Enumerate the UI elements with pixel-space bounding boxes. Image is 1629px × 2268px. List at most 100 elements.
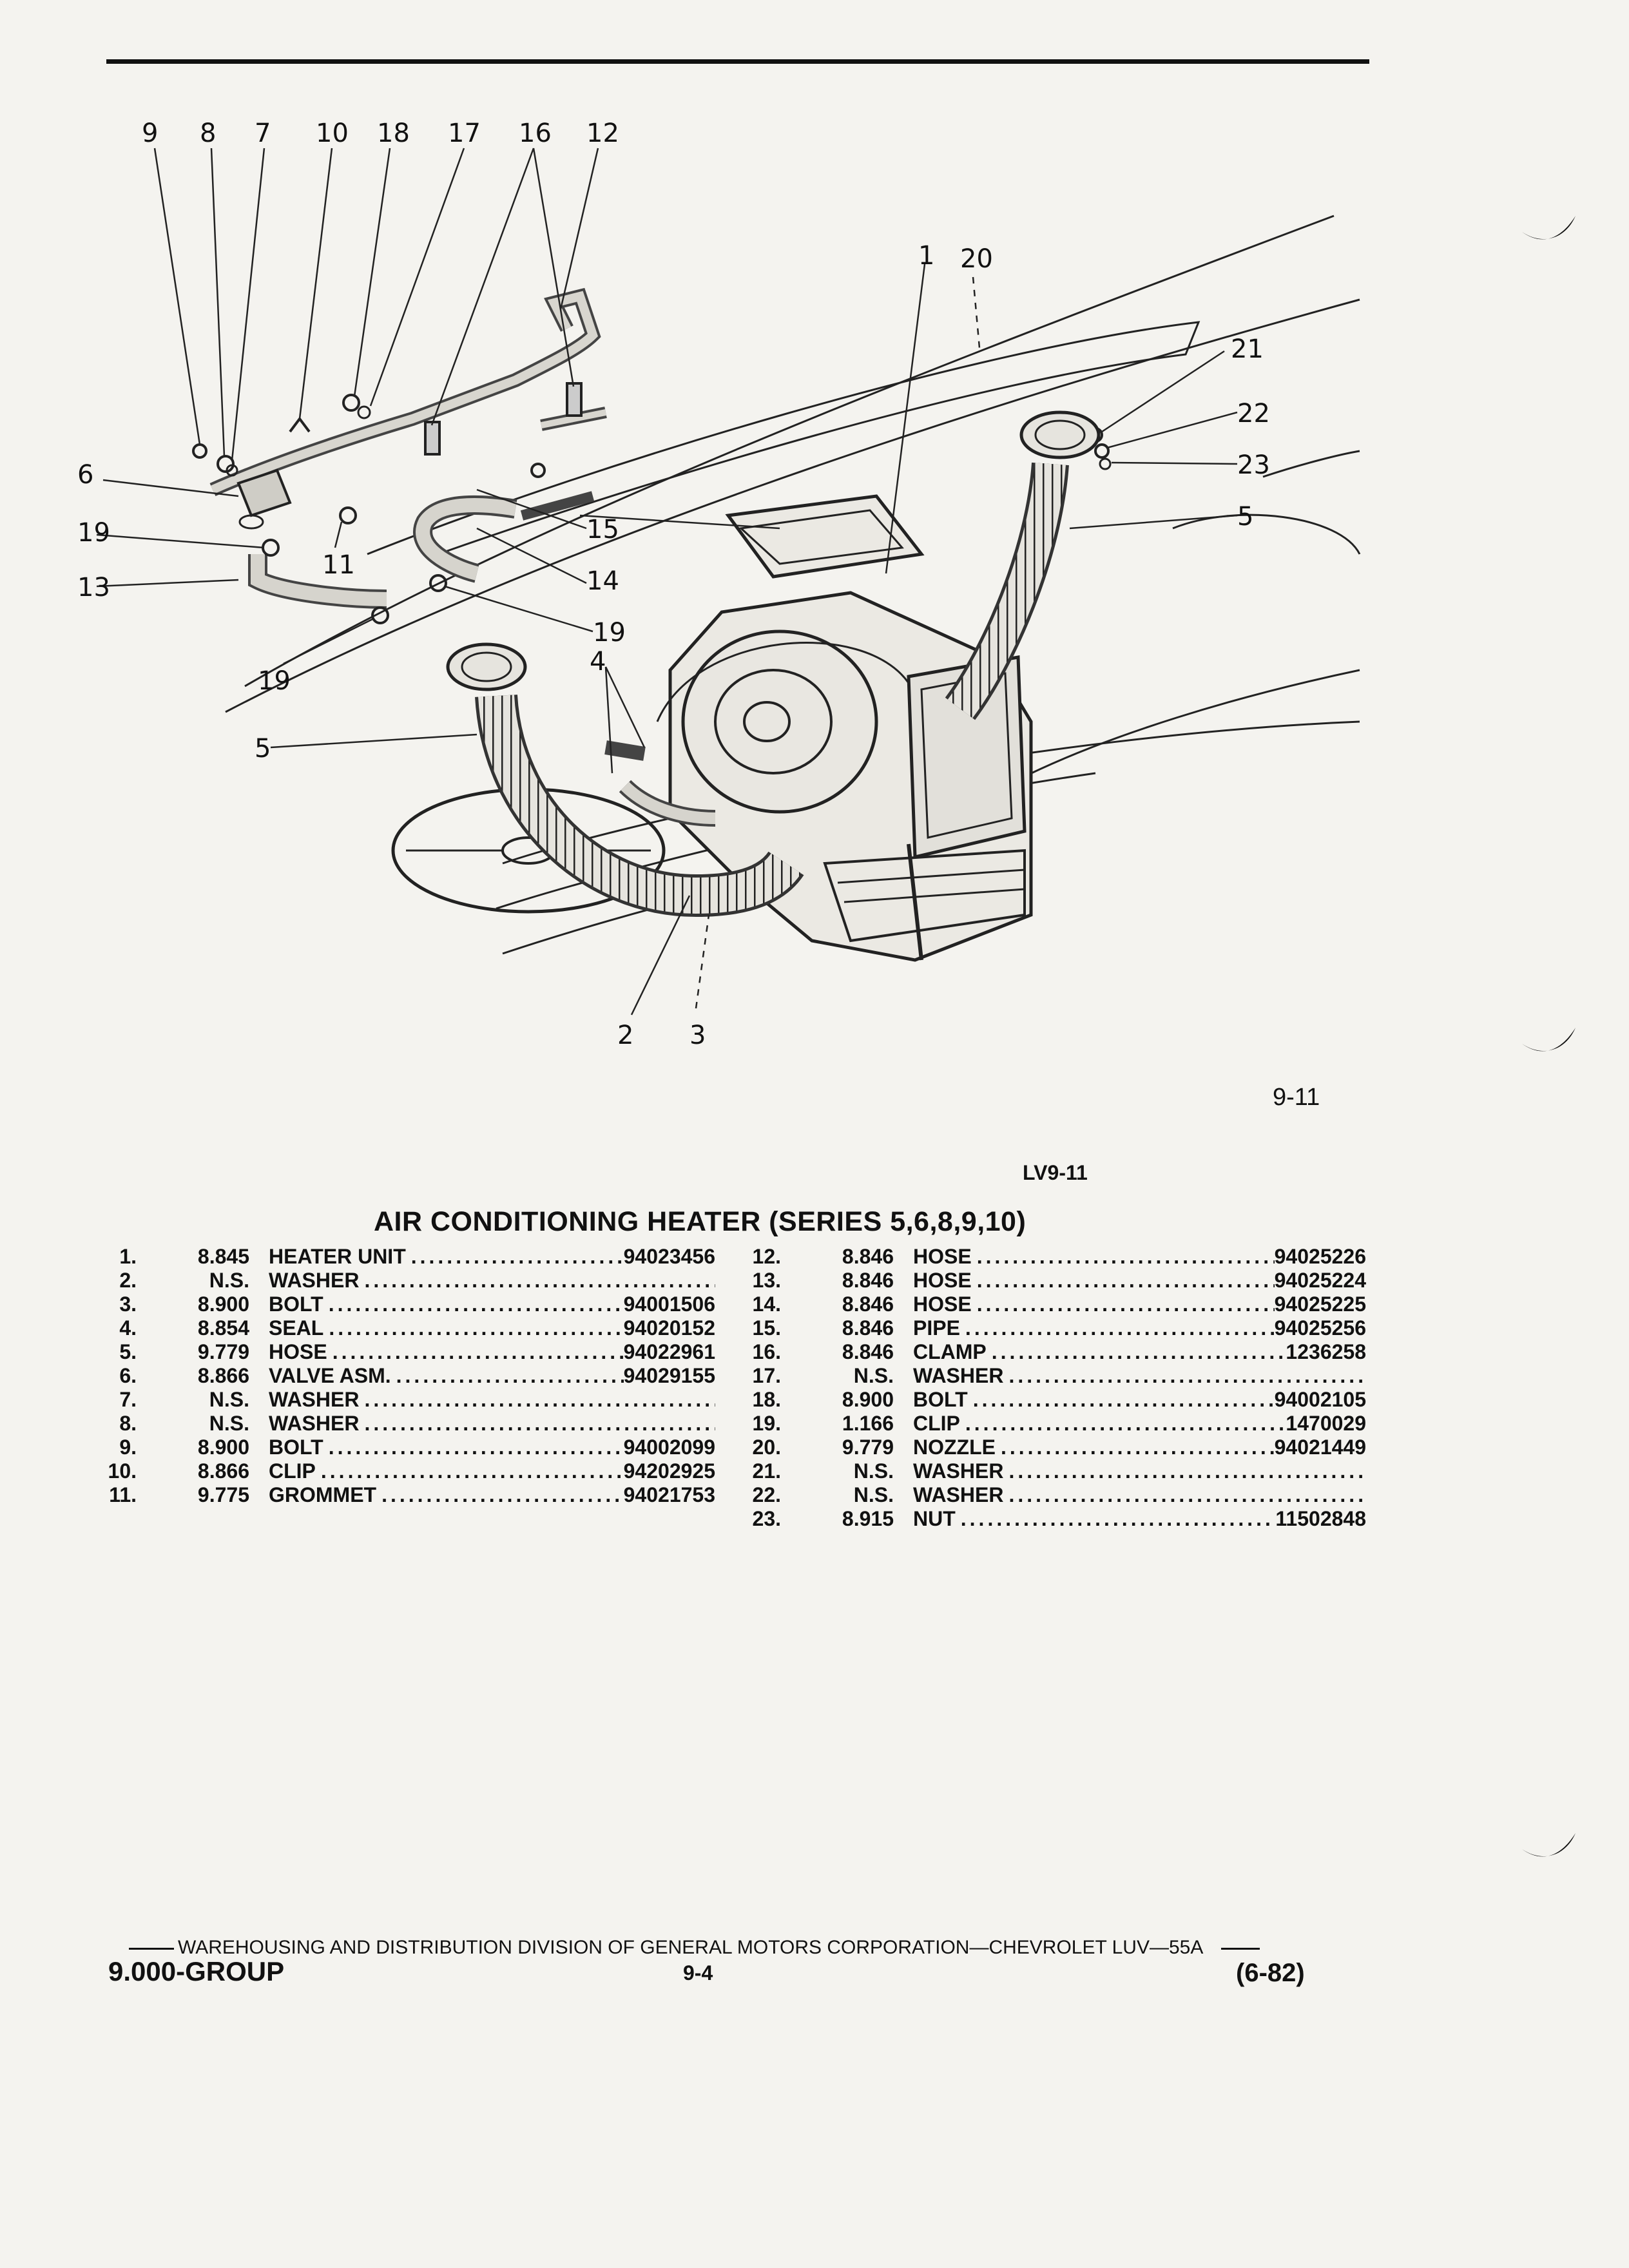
part-name: HOSE [913,1269,972,1292]
parts-row: 12.8.846HOSE94025226 [741,1245,1366,1269]
part-name-cell: CLIP [913,1412,1286,1436]
part-item-number: 14. [752,1293,781,1316]
part-group-code: 9.779 [197,1340,249,1363]
part-item-number: 3. [119,1293,137,1316]
callout-21: 21 [1231,334,1264,364]
callout-8: 8 [200,119,216,148]
part-group-code: N.S. [209,1388,249,1411]
part-item-number: 23. [752,1507,781,1530]
part-number: 94001506 [623,1293,715,1316]
part-name: BOLT [913,1388,968,1411]
leader-dots [972,1293,1275,1316]
part-name-cell: GROMMET [269,1483,624,1507]
leader-dots [323,1316,623,1340]
parts-row: 13. 8.846 HOSE 94025224 [741,1269,1366,1293]
part-name: WASHER [269,1269,360,1292]
part-name-cell: BOLT [269,1436,624,1459]
part-group-code: 8.900 [197,1293,249,1316]
part-item-number: 7. [119,1388,137,1411]
parts-row: 3. 8.900 BOLT 94001506 [97,1293,715,1316]
part-group-code: 8.866 [197,1459,249,1483]
leader-dots [391,1364,624,1388]
part-group-code: 9.775 [197,1483,249,1506]
callout-10: 10 [316,119,349,148]
part-name: CLIP [269,1459,316,1483]
parts-row: 19.1.166CLIP1470029 [741,1412,1366,1436]
part-name: VALVE ASM. [269,1364,391,1387]
callout-19-mid: 19 [593,618,626,648]
leader-dots [1003,1459,1366,1483]
part-group-code: N.S. [853,1459,894,1483]
leader-dots [376,1483,624,1507]
part-name-cell: WASHER [913,1459,1366,1483]
part-group-code: N.S. [853,1483,894,1506]
part-item-number: 6. [119,1364,137,1387]
part-name-cell: NUT [913,1507,1275,1531]
part-group-code: 8.846 [842,1245,894,1268]
leader-dots [316,1459,624,1483]
part-group-code: N.S. [209,1269,249,1292]
part-name: BOLT [269,1436,323,1459]
part-name-cell: BOLT [269,1293,624,1316]
part-name-cell: NOZZLE [913,1436,1275,1459]
part-group-code: 8.900 [197,1436,249,1459]
parts-row: 17.N.S.WASHER [741,1364,1366,1388]
part-number: 94020152 [623,1316,715,1340]
callout-1: 1 [918,241,934,271]
part-name-cell: HEATER UNIT [269,1245,624,1269]
leader-dots [327,1340,624,1364]
part-number: 94029155 [623,1364,715,1387]
callout-13: 13 [77,573,110,602]
binder-mark-bottom [1522,1833,1576,1857]
part-item-number: 9. [119,1436,137,1459]
leader-dots [323,1293,624,1316]
part-group-code: 8.846 [842,1269,894,1292]
part-item-number: 4. [119,1316,137,1340]
callout-15: 15 [586,515,619,544]
top-rule [106,59,1369,64]
leader-dots [972,1245,1275,1269]
leader-dots [996,1436,1275,1459]
part-name-cell: WASHER [269,1388,715,1412]
part-name-cell: CLIP [269,1459,624,1483]
footer-dash-right [1221,1947,1260,1950]
part-name: BOLT [269,1293,323,1316]
part-group-code: 1.166 [842,1412,894,1435]
parts-row: 4.8.854SEAL94020152 [97,1316,715,1340]
part-name: NOZZLE [913,1436,996,1459]
leader-dots [960,1412,1286,1436]
part-number: 94202925 [623,1459,715,1483]
parts-row: 18.8.900BOLT94002105 [741,1388,1366,1412]
part-item-number: 17. [752,1364,781,1387]
part-name: WASHER [269,1388,360,1411]
parts-row: 15.8.846PIPE94025256 [741,1316,1366,1340]
callout-16: 16 [519,119,552,148]
part-group-code: 8.846 [842,1293,894,1316]
part-item-number: 13. [752,1269,781,1292]
part-name-cell: HOSE [913,1293,1275,1316]
part-name-cell: VALVE ASM. [269,1364,624,1388]
part-name-cell: WASHER [913,1483,1366,1507]
callout-6: 6 [77,460,93,490]
leader-dots [1003,1364,1366,1388]
part-group-code: 9.779 [842,1436,894,1459]
part-group-code: 8.846 [842,1316,894,1340]
callout-19-bottom: 19 [258,666,291,696]
part-group-code: N.S. [209,1412,249,1435]
part-name-cell: PIPE [913,1316,1275,1340]
part-group-code: 8.854 [197,1316,249,1340]
leader-dots [968,1388,1275,1412]
callout-7: 7 [255,119,271,148]
figure-code: LV9-11 [1023,1161,1088,1184]
footer-group: 9.000-GROUP [108,1956,285,1986]
part-number: 94021449 [1274,1436,1366,1459]
footer-division-text: WAREHOUSING AND DISTRIBUTION DIVISION OF… [178,1937,1204,1958]
part-number: 94025224 [1274,1269,1366,1292]
parts-row: 7. N.S. WASHER [97,1388,715,1412]
part-group-code: 8.846 [842,1340,894,1363]
leader-dots [1003,1483,1366,1507]
leader-dots [323,1436,624,1459]
callout-19-top: 19 [77,518,110,548]
part-item-number: 10. [108,1459,137,1483]
